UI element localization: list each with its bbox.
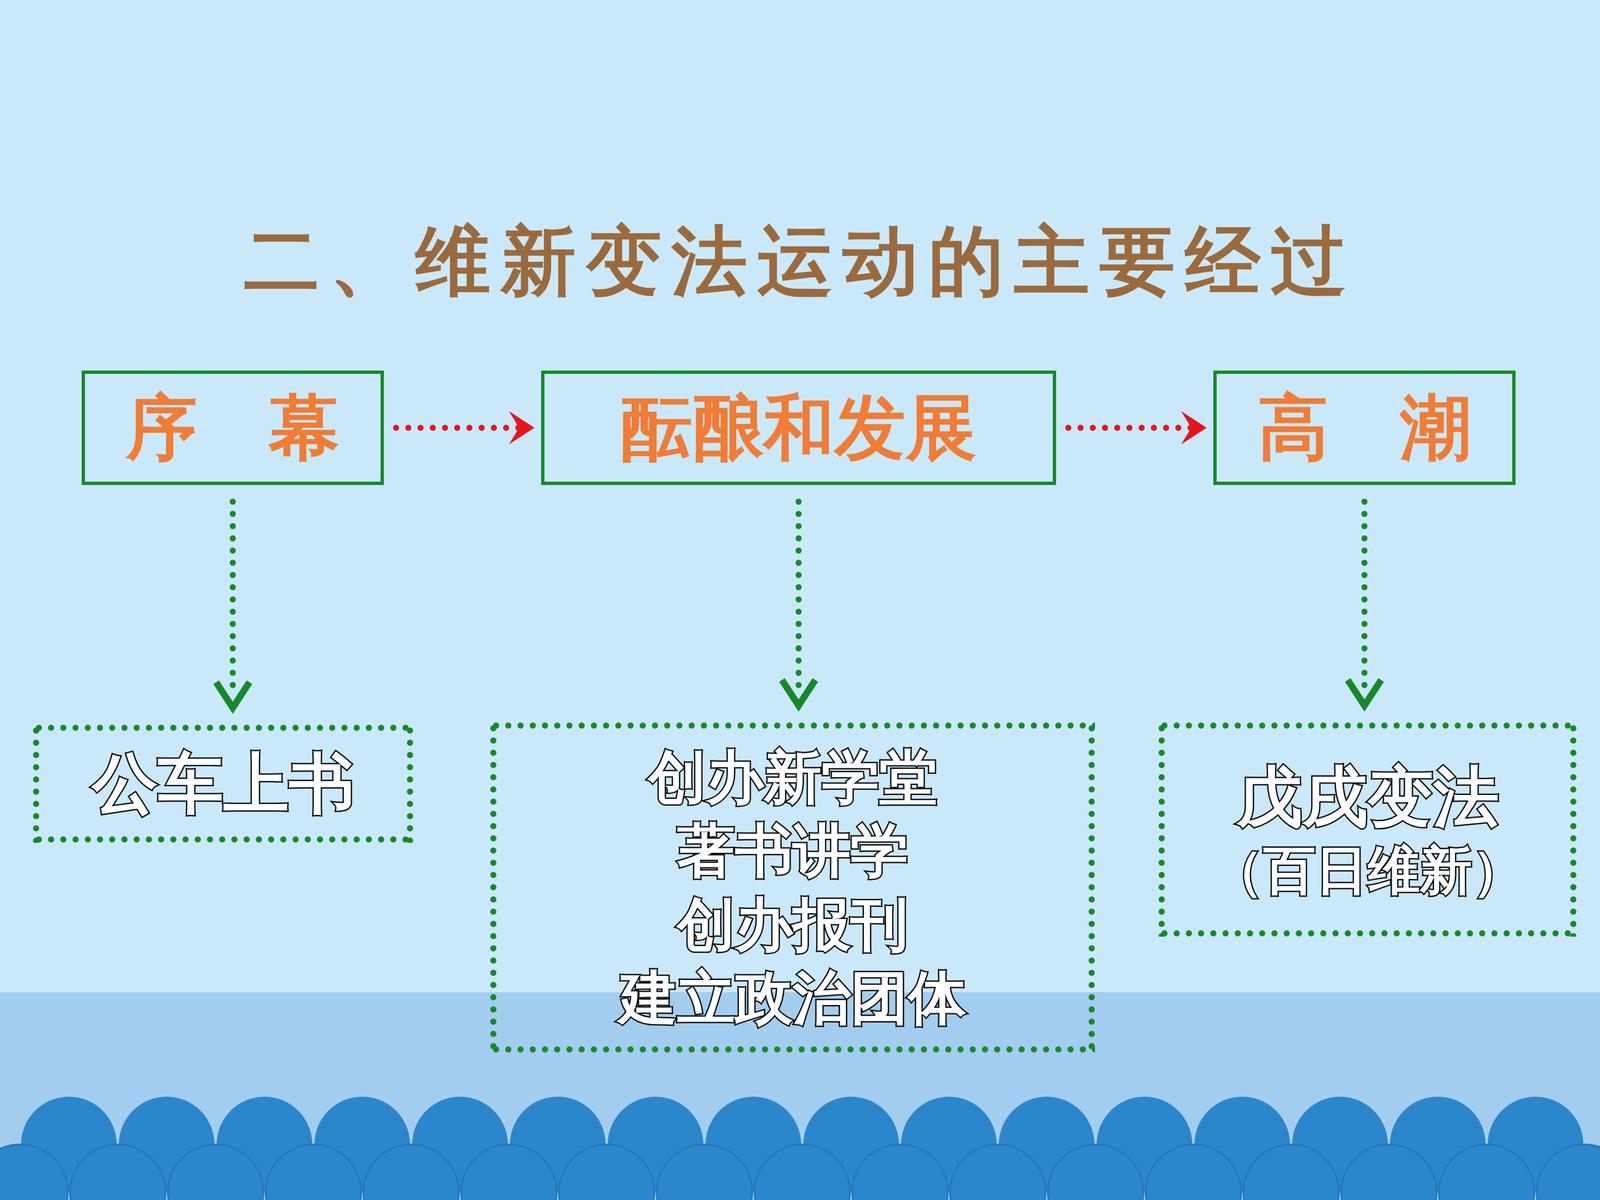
flow-arrow	[1068, 411, 1207, 445]
arrow-head	[1347, 680, 1382, 706]
box-text: 酝酿和发展	[621, 388, 977, 468]
flow-arrow	[1347, 501, 1382, 706]
flow-arrow	[782, 501, 816, 706]
box-text: 创办报刊	[677, 887, 909, 962]
box-text: （百日维新）	[1211, 837, 1525, 904]
box-text: 序 幕	[126, 388, 340, 468]
dotted-line	[1068, 425, 1196, 432]
dotted-line	[230, 501, 237, 697]
event-box: 戊戌变法（百日维新）	[1158, 722, 1577, 937]
box-text: 创办新学堂	[648, 740, 938, 814]
stage-box: 序 幕	[81, 370, 384, 485]
sky	[0, 0, 1600, 993]
dotted-line	[1361, 501, 1368, 695]
stage-box: 高 潮	[1213, 370, 1516, 485]
arrow-head	[782, 680, 816, 706]
dotted-line	[396, 425, 524, 432]
box-text: 著书讲学	[677, 813, 909, 888]
waves-front	[0, 1144, 1600, 1200]
event-box: 创办新学堂著书讲学创办报刊建立政治团体	[490, 722, 1095, 1053]
event-box: 公车上书	[32, 724, 414, 843]
flow-arrow	[396, 411, 535, 445]
box-text: 公车上书	[92, 742, 355, 825]
box-text: 戊戌变法	[1236, 756, 1499, 839]
box-text: 高 潮	[1257, 388, 1472, 468]
arrow-head	[1181, 411, 1207, 445]
box-text: 建立政治团体	[619, 961, 967, 1035]
arrow-head	[508, 411, 535, 445]
arrow-head	[216, 682, 250, 708]
title: 二、维新变法运动的主要经过	[0, 211, 1600, 313]
stage-box: 酝酿和发展	[541, 370, 1057, 485]
flow-arrow	[216, 501, 250, 708]
dotted-line	[795, 501, 802, 695]
